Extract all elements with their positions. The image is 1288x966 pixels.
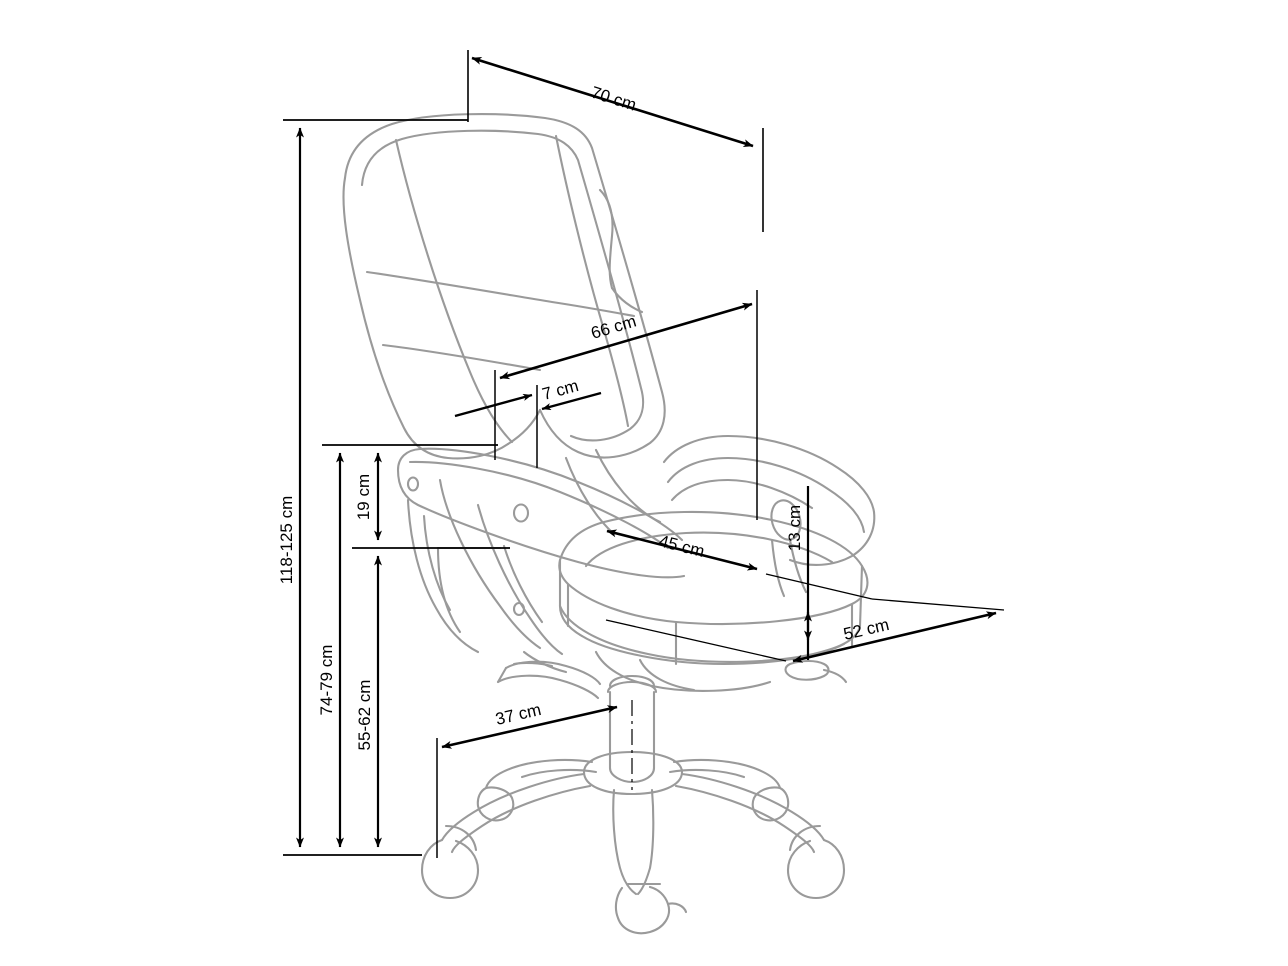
dimension-labels: 70 cm 66 cm 7 cm 118-125 cm 74-79 cm 55-… xyxy=(277,83,891,751)
dim-arrow-45 xyxy=(606,529,758,571)
caster-right-front-wheel xyxy=(786,838,846,900)
left-armrest-bracket-rivet xyxy=(512,601,526,617)
tension-knob-stem xyxy=(822,668,848,684)
backrest-lower-edge xyxy=(506,408,542,446)
caster-center-axle xyxy=(666,902,688,914)
right-armrest-post-left xyxy=(770,538,786,598)
caster-right-front-yoke xyxy=(788,824,822,852)
dimension-annotations xyxy=(283,50,1005,858)
caster-left-front-wheel xyxy=(420,838,480,900)
tilt-lever-end xyxy=(496,666,508,684)
caster-left-front-yoke xyxy=(444,824,478,852)
dim-arrow-37 xyxy=(441,705,618,749)
backrest-left-edge xyxy=(342,176,510,460)
left-armrest-pivot xyxy=(512,503,530,523)
caster-center-wheel xyxy=(614,885,670,935)
right-armrest-seam xyxy=(670,478,814,510)
dim-arrow-66 xyxy=(499,302,753,380)
right-armrest-pivot xyxy=(770,499,802,541)
label-seat-height: 55-62 cm xyxy=(355,680,374,751)
tension-knob xyxy=(784,659,830,681)
base-arm-right-rear-bottom xyxy=(668,768,746,779)
tilt-mechanism-housing xyxy=(594,650,772,692)
label-backrest-height: 66 cm xyxy=(589,311,639,342)
backrest-inner-outline xyxy=(360,129,645,442)
base-arm-right-rear-top xyxy=(672,758,782,790)
ext-line-52-lower xyxy=(605,619,787,662)
left-armrest-top xyxy=(396,447,684,542)
left-armrest-bracket-inner xyxy=(502,544,544,624)
left-armrest-bottom xyxy=(396,468,686,579)
tilt-paddle xyxy=(522,650,568,674)
dim-arrow-7-left xyxy=(454,393,533,418)
cylinder-top-cap xyxy=(608,674,656,688)
chair-illustration xyxy=(342,113,876,935)
base-arm-left-rear-bottom xyxy=(520,768,598,779)
base-arm-right-front-bottom xyxy=(674,784,816,854)
base-hub xyxy=(582,750,684,796)
left-armrest-rivet xyxy=(406,476,420,492)
ext-line-52-upper xyxy=(765,573,873,600)
left-armrest-bracket-front xyxy=(438,478,542,650)
base-arm-left-rear-top xyxy=(484,758,594,790)
tilt-lever-bottom xyxy=(496,674,600,700)
base-arm-center-right xyxy=(636,788,655,896)
backrest-side-panel-seam xyxy=(598,188,614,290)
tilt-mechanism-seam xyxy=(638,658,696,692)
label-total-height: 118-125 cm xyxy=(277,496,296,585)
caster-right-rear-wheel xyxy=(751,786,790,822)
right-armrest-top xyxy=(662,434,876,514)
seat-bottom-edge xyxy=(580,634,846,666)
label-armrest-above-seat: 19 cm xyxy=(354,474,373,520)
seat-cushion-top xyxy=(558,510,869,626)
base-arm-left-front-bottom xyxy=(450,784,592,854)
backrest-outline xyxy=(343,113,666,459)
dim-arrow-7-right xyxy=(541,391,602,411)
dim-arrow-70 xyxy=(471,56,754,148)
dim-arrow-52 xyxy=(792,611,997,663)
left-armrest-return xyxy=(406,498,480,654)
base-arm-center-left xyxy=(612,788,638,896)
label-seat-depth: 45 cm xyxy=(657,531,707,561)
cylinder-collar xyxy=(606,680,658,694)
caster-left-rear-wheel xyxy=(476,786,515,822)
label-seat-thickness: 13 cm xyxy=(785,505,804,551)
left-armrest-return-inner xyxy=(422,514,452,612)
label-overall-depth: 70 cm xyxy=(589,83,639,115)
backrest-support-left xyxy=(564,456,616,536)
tilt-lever-top xyxy=(504,660,602,686)
ext-line-52-upper-b xyxy=(871,598,1005,611)
seat-front-left-face xyxy=(558,558,584,638)
left-seat-side-edge xyxy=(436,546,462,634)
label-armrest-height: 74-79 cm xyxy=(317,645,336,716)
right-armrest-inner xyxy=(666,456,866,534)
